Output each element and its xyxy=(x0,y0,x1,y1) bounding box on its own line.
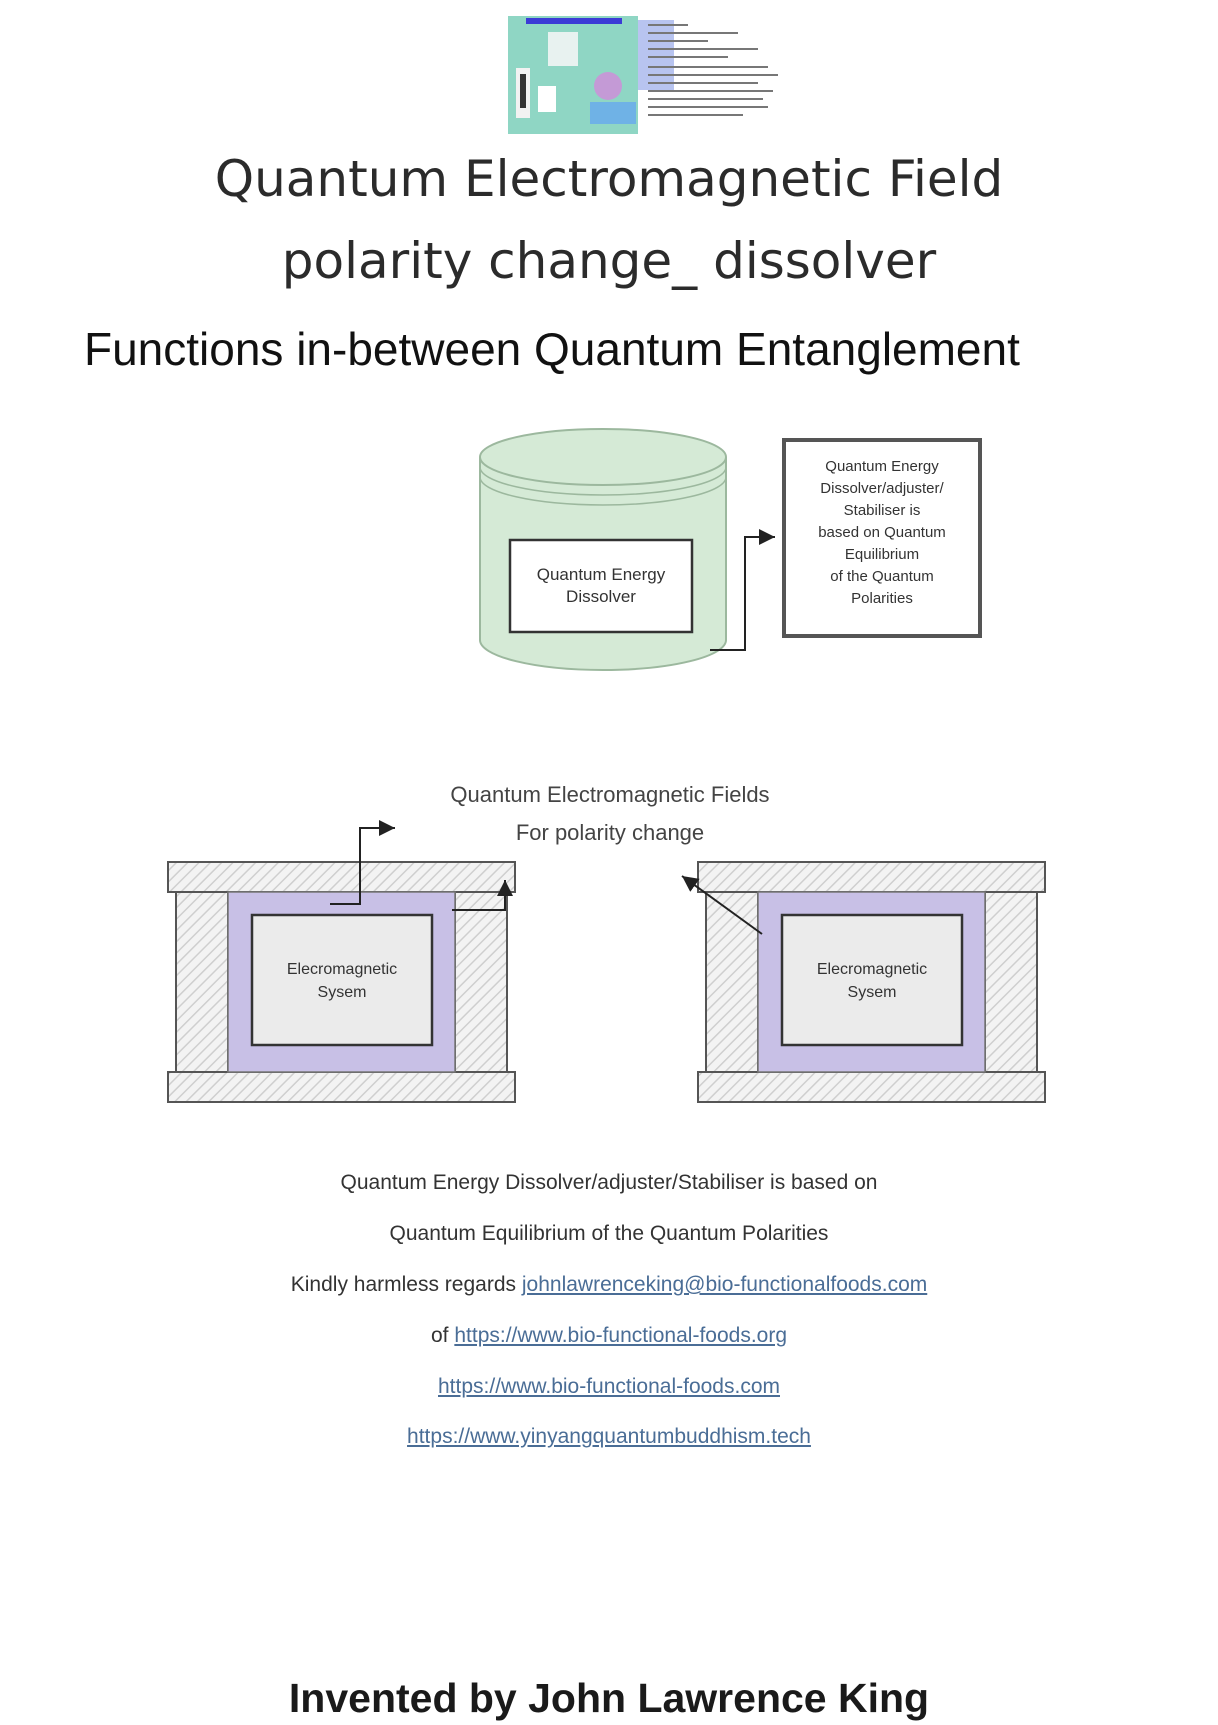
bottom-diagram: Elecromagnetic Sysem Elecromagnetic Syse… xyxy=(167,820,1046,1103)
regards-line: Kindly harmless regards johnlawrenceking… xyxy=(0,1273,1218,1297)
tech-link-line: https://www.yinyangquantumbuddhism.tech xyxy=(0,1425,1218,1449)
svg-text:Polarities: Polarities xyxy=(851,590,913,607)
regards-prefix: Kindly harmless regards xyxy=(290,1273,517,1296)
page-title-line1: Quantum Electromagnetic Field xyxy=(214,150,1004,208)
org-link-line: of https://www.bio-functional-foods.org xyxy=(0,1324,1218,1348)
description-box-text: Quantum Energy Dissolver/adjuster/ Stabi… xyxy=(818,458,946,607)
inventor-credit: Invented by John Lawrence King xyxy=(288,1675,930,1721)
svg-text:Quantum Energy: Quantum Energy xyxy=(825,458,939,475)
right-system: Elecromagnetic Sysem xyxy=(681,861,1046,1103)
svg-text:Equilibrium: Equilibrium xyxy=(845,546,919,563)
thumbnail-image xyxy=(508,16,778,134)
page-title-line2: polarity change_ dissolver xyxy=(281,232,937,290)
description-line2: Quantum Equilibrium of the Quantum Polar… xyxy=(389,1222,829,1245)
description-line1: Quantum Energy Dissolver/adjuster/Stabil… xyxy=(340,1171,878,1194)
fields-caption: Quantum Electromagnetic Fields For polar… xyxy=(400,776,820,852)
cylinder-top xyxy=(479,428,727,486)
url-com-link[interactable]: https://www.bio-functional-foods.com xyxy=(438,1375,780,1398)
fields-caption-line2: For polarity change xyxy=(515,820,705,845)
of-prefix: of xyxy=(430,1324,449,1347)
svg-text:Dissolver/adjuster/: Dissolver/adjuster/ xyxy=(820,480,944,497)
right-system-label-line1: Elecromagnetic xyxy=(817,961,927,978)
description-box xyxy=(782,438,982,638)
connector-arrow xyxy=(710,529,775,651)
dissolver-label-line1: Quantum Energy xyxy=(537,565,666,584)
left-system: Elecromagnetic Sysem xyxy=(167,820,516,1103)
right-system-label-line2: Sysem xyxy=(848,984,897,1001)
svg-text:of the Quantum: of the Quantum xyxy=(830,568,933,585)
svg-text:Stabiliser is: Stabiliser is xyxy=(844,502,921,519)
left-system-label-line2: Sysem xyxy=(318,984,367,1001)
page-subtitle: Functions in-between Quantum Entanglemen… xyxy=(84,323,1020,375)
left-system-label-line1: Elecromagnetic xyxy=(287,961,397,978)
com-link-line: https://www.bio-functional-foods.com xyxy=(0,1375,1218,1399)
dissolver-label-line2: Dissolver xyxy=(566,587,636,606)
fields-caption-line1: Quantum Electromagnetic Fields xyxy=(450,782,770,807)
dissolver-box xyxy=(508,538,694,634)
url-org-link[interactable]: https://www.bio-functional-foods.org xyxy=(454,1324,788,1347)
svg-text:based on Quantum: based on Quantum xyxy=(818,524,946,541)
email-link[interactable]: johnlawrenceking@bio-functionalfoods.com xyxy=(521,1273,928,1296)
top-diagram: Quantum Energy Dissolver Quantum Energy … xyxy=(479,428,982,671)
url-tech-link[interactable]: https://www.yinyangquantumbuddhism.tech xyxy=(407,1425,811,1448)
